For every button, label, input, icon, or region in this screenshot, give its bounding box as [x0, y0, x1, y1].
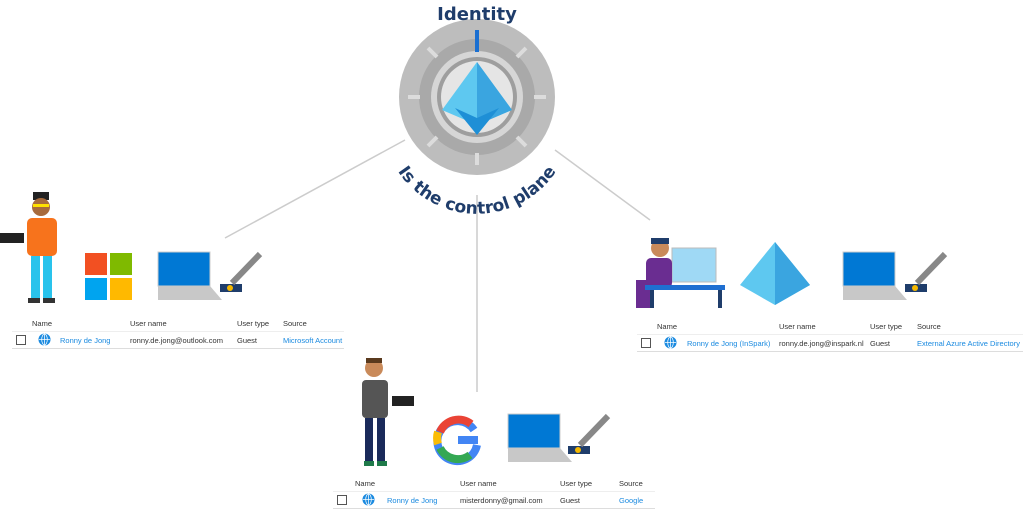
globe-icon — [362, 493, 375, 506]
column-header-username: User name — [460, 479, 497, 488]
user-name-link[interactable]: Ronny de Jong (InSpark) — [687, 339, 771, 348]
person-illustration-left — [0, 192, 57, 303]
column-header-username: User name — [779, 322, 816, 331]
username-value: ronny.de.jong@outlook.com — [130, 336, 223, 345]
globe-icon — [38, 333, 51, 346]
row-checkbox[interactable] — [16, 335, 26, 345]
connector-left — [224, 139, 406, 239]
column-header-source: Source — [917, 322, 941, 331]
laptop-fingerprint-icon — [842, 251, 948, 300]
microsoft-logo — [85, 253, 132, 300]
usertype-value: Guest — [870, 339, 891, 348]
column-header-name: Name — [355, 479, 376, 488]
google-logo — [433, 415, 481, 466]
user-table-microsoft: Name User name User type Source Ronny de… — [12, 315, 344, 349]
source-link[interactable]: Microsoft Account — [283, 336, 343, 345]
table-row: Ronny de Jong ronny.de.jong@outlook.com … — [12, 331, 344, 349]
column-header-usertype: User type — [560, 479, 593, 488]
column-header-username: User name — [130, 319, 167, 328]
table-row: Ronny de Jong misterdonny@gmail.com Gues… — [333, 491, 655, 509]
azure-ad-logo — [740, 242, 810, 305]
connector-right — [554, 149, 651, 221]
column-header-name: Name — [657, 322, 678, 331]
source-link[interactable]: External Azure Active Directory — [917, 339, 1020, 348]
username-value: ronny.de.jong@inspark.nl — [779, 339, 864, 348]
person-illustration-right — [636, 238, 725, 308]
user-name-link[interactable]: Ronny de Jong — [60, 336, 111, 345]
column-header-name: Name — [32, 319, 53, 328]
table-row: Ronny de Jong (InSpark) ronny.de.jong@in… — [637, 334, 1023, 352]
column-header-usertype: User type — [237, 319, 270, 328]
hub-title: Identity — [437, 4, 517, 25]
source-link[interactable]: Google — [619, 496, 644, 505]
identity-dial — [399, 19, 555, 175]
username-value: misterdonny@gmail.com — [460, 496, 543, 505]
globe-icon — [664, 336, 677, 349]
laptop-fingerprint-icon — [157, 251, 263, 300]
user-table-azure-ad: Name User name User type Source Ronny de… — [637, 318, 1023, 352]
row-checkbox[interactable] — [337, 495, 347, 505]
column-header-usertype: User type — [870, 322, 903, 331]
column-header-source: Source — [619, 479, 643, 488]
column-header-source: Source — [283, 319, 307, 328]
row-checkbox[interactable] — [641, 338, 651, 348]
usertype-value: Guest — [237, 336, 258, 345]
person-illustration-bottom — [362, 358, 414, 466]
usertype-value: Guest — [560, 496, 581, 505]
laptop-fingerprint-icon — [507, 413, 611, 462]
user-name-link[interactable]: Ronny de Jong — [387, 496, 438, 505]
user-table-google: Name User name User type Source Ronny de… — [333, 475, 655, 509]
